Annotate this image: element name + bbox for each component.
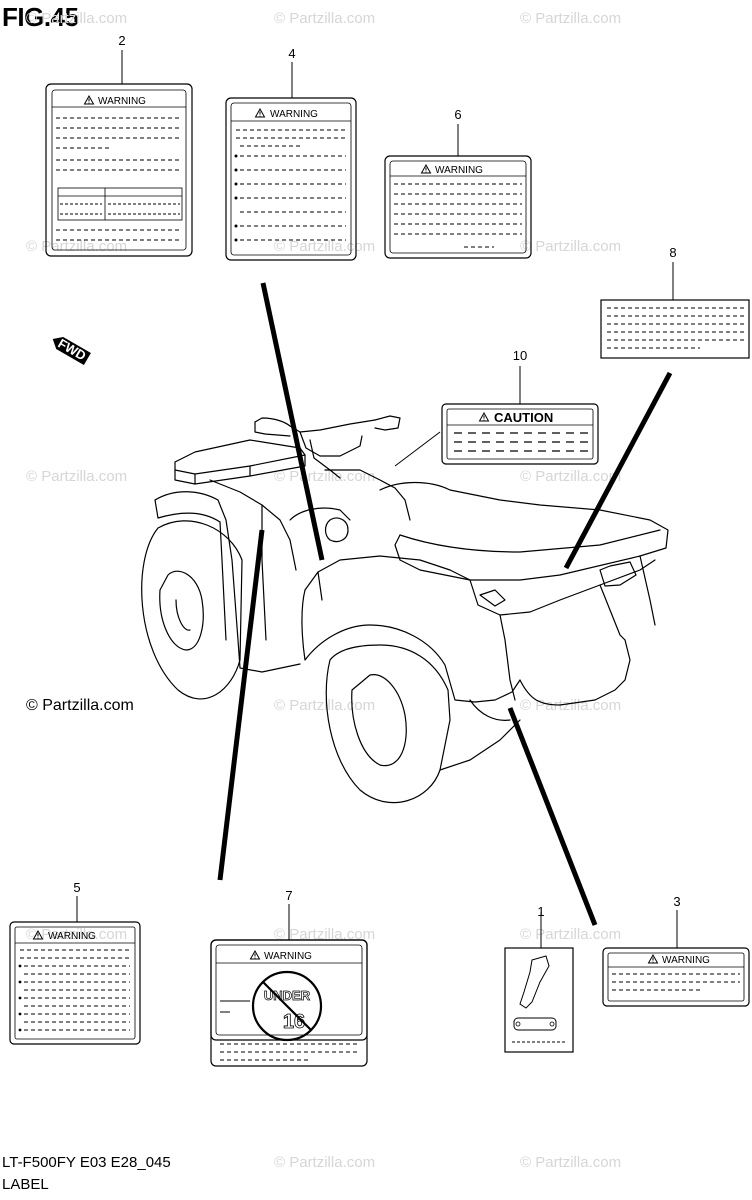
watermark: © Partzilla.com: [274, 1154, 376, 1171]
callout-2: 2: [118, 33, 125, 48]
watermark: © Partzilla.com: [26, 10, 128, 27]
callout-7: 7: [285, 888, 292, 903]
label-4: 4 WARNING: [225, 46, 357, 261]
leader-lines: [217, 282, 673, 926]
figure-code: LT-F500FY E03 E28_045: [2, 1154, 171, 1171]
label-7-outer: [210, 939, 368, 1067]
watermark: © Partzilla.com: [520, 1154, 622, 1171]
figure-title: FIG.45: [2, 2, 79, 32]
watermark: © Partzilla.com: [26, 468, 128, 485]
watermark: © Partzilla.com: [520, 926, 622, 943]
label-3: 3 WARNING: [602, 894, 750, 1007]
under-16-line1: UNDER: [264, 988, 311, 1003]
watermark: © Partzilla.com: [520, 468, 622, 485]
copyright-text: © Partzilla.com: [26, 697, 134, 714]
label-8: 8: [600, 245, 750, 359]
label-1: 1: [504, 904, 574, 1053]
watermark: © Partzilla.com: [274, 926, 376, 943]
callout-8: 8: [669, 245, 676, 260]
under-16-icon: UNDER 16: [251, 970, 323, 1042]
label-7-text-lines: [220, 1051, 358, 1061]
callout-5: 5: [73, 880, 80, 895]
atv-illustration: [141, 415, 669, 804]
watermark: © Partzilla.com: [274, 238, 376, 255]
callout-6: 6: [454, 107, 461, 122]
leader-line-label-10: [394, 431, 441, 467]
fwd-arrow-icon: FWD: [52, 336, 91, 366]
watermark: © Partzilla.com: [520, 238, 622, 255]
callout-10: 10: [513, 348, 527, 363]
watermark: © Partzilla.com: [274, 697, 376, 714]
label-3-heading: WARNING: [662, 955, 710, 966]
under-16-line2: 16: [283, 1011, 305, 1033]
watermark: © Partzilla.com: [520, 697, 622, 714]
leader-line-label-1: [507, 707, 598, 926]
front-wheel: [141, 520, 243, 700]
label-2-heading: WARNING: [98, 96, 146, 107]
label-7-heading: WARNING: [264, 951, 312, 962]
callout-1: 1: [537, 904, 544, 919]
figure-name: LABEL: [2, 1176, 49, 1193]
leader-line-label-4: [260, 282, 325, 561]
leader-line-label-8: [563, 371, 673, 570]
label-2: 2 WARNING: [45, 33, 193, 257]
watermark: © Partzilla.com: [26, 926, 128, 943]
rear-wheel: [325, 644, 521, 804]
callout-4: 4: [288, 46, 295, 61]
watermark: © Partzilla.com: [520, 10, 622, 27]
leader-line-label-5: [217, 529, 265, 881]
label-6-heading: WARNING: [435, 165, 483, 176]
watermark: © Partzilla.com: [274, 468, 376, 485]
label-6: 6 WARNING: [384, 107, 532, 259]
watermark: © Partzilla.com: [26, 238, 128, 255]
callout-3: 3: [673, 894, 680, 909]
label-5: 5 WARNING: [9, 880, 141, 1045]
label-5-heading: WARNING: [48, 931, 96, 942]
label-4-heading: WARNING: [270, 109, 318, 120]
label-10-heading: CAUTION: [494, 410, 553, 425]
label-10: 10 CAUTION: [441, 348, 599, 465]
label-7: 7 WARNING UNDER 16: [210, 888, 368, 1045]
watermark: © Partzilla.com: [274, 10, 376, 27]
